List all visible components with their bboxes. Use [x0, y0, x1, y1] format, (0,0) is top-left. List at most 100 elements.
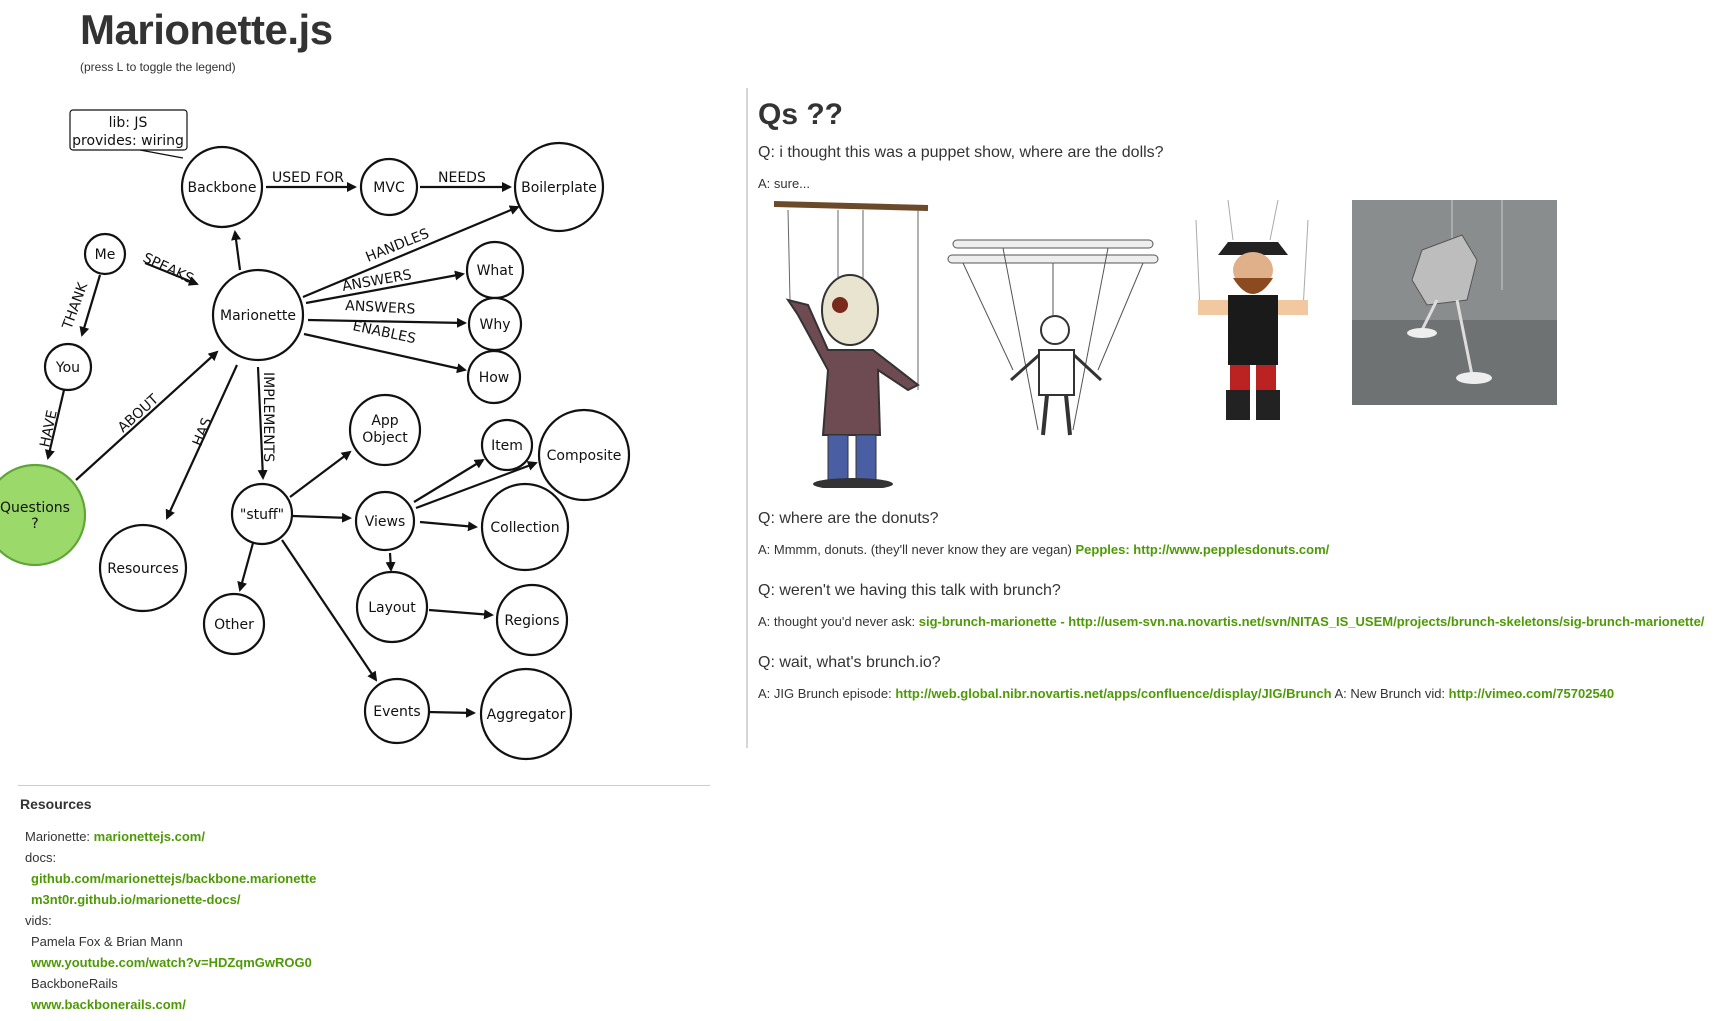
question-2: Q: where are the donuts? — [758, 510, 939, 527]
walker-robot-photo — [1352, 200, 1557, 405]
label-needs: NEEDS — [438, 170, 486, 186]
qa-panel: Qs ?? Q: i thought this was a puppet sho… — [758, 92, 1718, 720]
svg-text:Aggregator: Aggregator — [487, 707, 566, 723]
resource-marionette: Marionette: marionettejs.com/ — [20, 826, 316, 847]
vid2-label: BackboneRails — [31, 976, 118, 991]
qa-heading: Qs ?? — [758, 98, 844, 131]
question-1: Q: i thought this was a puppet show, whe… — [758, 144, 1164, 161]
svg-text:Questions: Questions — [0, 500, 70, 516]
node-views: Views — [354, 490, 416, 552]
edge-layout — [385, 552, 396, 572]
node-aggregator: Aggregator — [479, 667, 573, 761]
edge-handles — [302, 205, 520, 299]
node-app-object: App Object — [348, 393, 422, 467]
node-why: Why — [467, 296, 523, 352]
svg-text:Backbone: Backbone — [188, 180, 257, 196]
node-item: Item — [480, 418, 534, 472]
resources-heading: Resources — [20, 796, 92, 812]
svg-text:Events: Events — [373, 704, 420, 720]
label-answers-why: ANSWERS — [345, 298, 416, 318]
edge-backbone — [231, 230, 242, 271]
node-backbone: Backbone — [180, 145, 264, 229]
docs-github-link[interactable]: github.com/marionettejs/backbone.marione… — [31, 871, 317, 886]
answer-4-text: A: JIG Brunch episode: — [758, 686, 892, 701]
label-about: ABOUT — [115, 391, 162, 436]
svg-text:Why: Why — [479, 317, 510, 333]
svg-text:"stuff": "stuff" — [240, 507, 284, 523]
marionette-label: Marionette: — [25, 829, 91, 844]
vids-label: vids: — [25, 913, 52, 928]
edge-aggregator — [426, 707, 476, 718]
node-me: Me — [83, 232, 127, 276]
edge-implements — [256, 366, 268, 480]
svg-text:Item: Item — [491, 438, 523, 454]
node-collection: Collection — [480, 482, 570, 572]
pirate-puppet-image — [1195, 200, 1309, 420]
node-stuff: "stuff" — [230, 482, 294, 546]
sig-brunch-link[interactable]: sig-brunch-marionette - http://usem-svn.… — [918, 614, 1705, 629]
svg-text:Layout: Layout — [368, 600, 416, 616]
edge-answers-what — [305, 270, 465, 305]
node-how: How — [466, 349, 522, 405]
edge-answers-why — [307, 317, 467, 328]
edge-app-object — [289, 450, 352, 498]
edge-has — [165, 364, 239, 520]
resources-divider — [18, 785, 710, 786]
svg-text:MVC: MVC — [373, 180, 405, 196]
edge-composite — [415, 461, 538, 510]
node-marionette: Marionette — [211, 268, 305, 362]
docs-m3nt0r-link[interactable]: m3nt0r.github.io/marionette-docs/ — [31, 892, 241, 907]
label-speaks: SPEAKS — [140, 250, 196, 287]
answer-4: A: JIG Brunch episode: http://web.global… — [758, 684, 1718, 704]
edge-thank — [79, 274, 102, 337]
edge-events — [281, 539, 378, 682]
legend-hint: (press L to toggle the legend) — [80, 60, 236, 74]
node-composite: Composite — [537, 408, 631, 502]
label-thank: THANK — [59, 280, 91, 333]
edge-enables — [303, 332, 467, 374]
node-resources: Resources — [98, 523, 188, 613]
node-regions: Regions — [495, 583, 569, 657]
lib-callout: lib: JS provides: wiring — [69, 109, 188, 159]
svg-text:How: How — [479, 370, 510, 386]
svg-text:What: What — [477, 263, 514, 279]
edge-other — [237, 542, 255, 592]
vimeo-link[interactable]: http://vimeo.com/75702540 — [1448, 686, 1615, 701]
pepples-link[interactable]: Pepples: http://www.pepplesdonuts.com/ — [1075, 542, 1330, 557]
svg-text:Me: Me — [95, 247, 116, 263]
node-other: Other — [202, 592, 266, 656]
jig-brunch-link[interactable]: http://web.global.nibr.novartis.net/apps… — [895, 686, 1332, 701]
page-title: Marionette.js — [80, 6, 333, 53]
node-you: You — [43, 342, 93, 392]
node-questions: Questions ? — [0, 463, 87, 567]
svg-text:Regions: Regions — [504, 613, 559, 629]
vid1-label: Pamela Fox & Brian Mann — [31, 934, 183, 949]
question-4: Q: wait, what's brunch.io? — [758, 654, 941, 671]
youtube-link[interactable]: www.youtube.com/watch?v=HDZqmGwROG0 — [31, 955, 312, 970]
node-layout: Layout — [355, 570, 429, 644]
scarecrow-puppet-image — [773, 201, 929, 488]
column-divider — [746, 88, 748, 748]
svg-text:Other: Other — [214, 617, 254, 633]
answer-4b-text: A: New Brunch vid: — [1334, 686, 1446, 701]
svg-text:Views: Views — [365, 514, 406, 530]
svg-text:Object: Object — [362, 430, 408, 446]
stick-marionette-image — [947, 239, 1159, 436]
svg-text:You: You — [55, 360, 80, 376]
edge-about — [75, 350, 219, 481]
backbonerails-link[interactable]: www.backbonerails.com/ — [31, 997, 186, 1012]
diagram-edges — [44, 182, 538, 718]
svg-text:Collection: Collection — [490, 520, 559, 536]
marionette-mind-map: lib: JS provides: wiring USED FOR NEEDS … — [0, 109, 631, 761]
answer-3-text: A: thought you'd never ask: — [758, 614, 916, 629]
answer-3: A: thought you'd never ask: sig-brunch-m… — [758, 612, 1718, 632]
puppet-images — [758, 200, 1718, 488]
label-has: HAS — [190, 416, 216, 449]
svg-text:Boilerplate: Boilerplate — [521, 180, 597, 196]
svg-text:?: ? — [31, 516, 38, 532]
callout-line-2: provides: wiring — [72, 133, 184, 149]
marionette-link[interactable]: marionettejs.com/ — [93, 829, 205, 844]
node-mvc: MVC — [359, 157, 419, 217]
docs-label: docs: — [25, 850, 57, 865]
question-3: Q: weren't we having this talk with brun… — [758, 582, 1061, 599]
